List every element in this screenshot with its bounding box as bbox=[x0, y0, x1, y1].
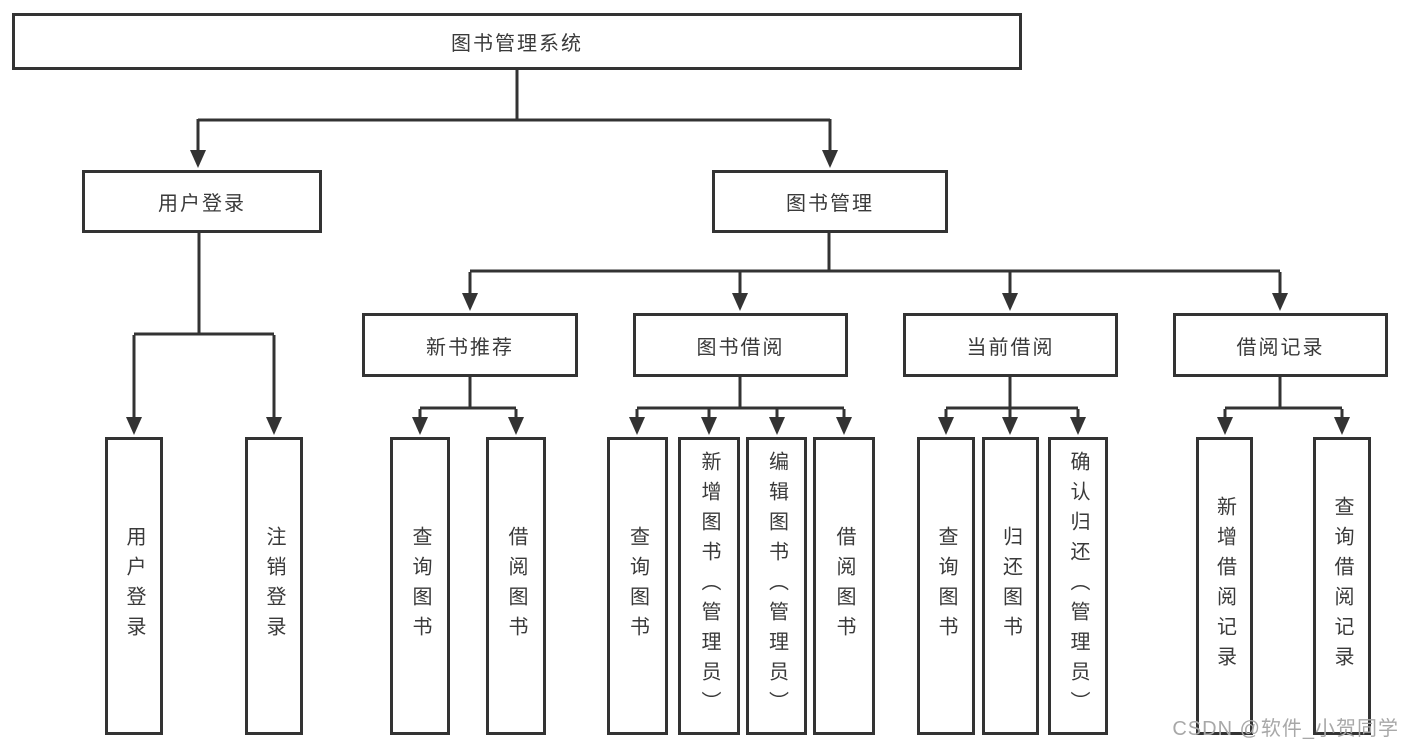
node-new-book-recommend: 新书推荐 bbox=[362, 313, 578, 377]
leaf-current-confirm-return-admin: 确认归还（管理员） bbox=[1048, 437, 1108, 735]
leaf-recommend-borrow-book: 借阅图书 bbox=[486, 437, 546, 735]
arrowhead bbox=[1217, 417, 1233, 435]
node-label: 查询图书 bbox=[935, 526, 957, 646]
connector-current-borrow-to-leaves bbox=[944, 377, 1080, 419]
csdn-watermark: CSDN @软件_小贺同学 bbox=[1172, 718, 1399, 740]
connector-root-to-level2 bbox=[196, 70, 832, 152]
arrowheads bbox=[126, 150, 1350, 435]
node-borrow-records: 借阅记录 bbox=[1173, 313, 1388, 377]
node-label: 图书管理 bbox=[786, 193, 874, 215]
node-label: 新书推荐 bbox=[426, 336, 514, 359]
node-label: 编辑图书（管理员） bbox=[765, 451, 788, 721]
leaf-borrow-edit-book-admin: 编辑图书（管理员） bbox=[746, 437, 807, 735]
node-current-borrow: 当前借阅 bbox=[903, 313, 1118, 377]
leaf-user-login: 用户登录 bbox=[105, 437, 163, 735]
node-book-management: 图书管理 bbox=[712, 170, 948, 233]
node-label: 注销登录 bbox=[263, 526, 285, 646]
arrowhead bbox=[508, 417, 524, 435]
node-label: 新增借阅记录 bbox=[1213, 496, 1236, 676]
node-label: 查询图书 bbox=[626, 526, 649, 646]
arrowhead bbox=[1002, 417, 1018, 435]
arrowhead bbox=[1334, 417, 1350, 435]
leaf-borrow-borrow-book: 借阅图书 bbox=[813, 437, 875, 735]
node-label: 用户登录 bbox=[123, 526, 145, 646]
arrowhead bbox=[126, 417, 142, 435]
node-user-login: 用户登录 bbox=[82, 170, 322, 233]
arrowhead bbox=[1002, 293, 1018, 311]
arrowhead bbox=[732, 293, 748, 311]
leaf-borrow-add-book-admin: 新增图书（管理员） bbox=[678, 437, 740, 735]
arrowhead bbox=[462, 293, 478, 311]
node-library-management-system: 图书管理系统 bbox=[12, 13, 1022, 70]
arrowhead bbox=[190, 150, 206, 168]
connector-new-book-recommend-to-leaves bbox=[418, 377, 518, 419]
leaf-logout-login: 注销登录 bbox=[245, 437, 303, 735]
node-label: 查询图书 bbox=[409, 526, 431, 646]
arrowhead bbox=[629, 417, 645, 435]
arrowhead bbox=[266, 417, 282, 435]
node-label: 归还图书 bbox=[999, 526, 1022, 646]
leaf-current-query-book: 查询图书 bbox=[917, 437, 975, 735]
node-label: 借阅图书 bbox=[833, 526, 855, 646]
leaf-borrow-query-book: 查询图书 bbox=[607, 437, 668, 735]
arrowhead bbox=[1272, 293, 1288, 311]
node-label: 借阅图书 bbox=[505, 526, 527, 646]
arrowhead bbox=[412, 417, 428, 435]
node-label: 用户登录 bbox=[158, 193, 246, 215]
leaf-records-query-record: 查询借阅记录 bbox=[1313, 437, 1371, 735]
connector-user-login-to-leaves bbox=[132, 233, 276, 419]
arrowhead bbox=[836, 417, 852, 435]
connector-borrow-records-to-leaves bbox=[1223, 377, 1344, 419]
connector-book-borrow-to-leaves bbox=[635, 377, 846, 419]
arrowhead bbox=[701, 417, 717, 435]
arrowhead bbox=[822, 150, 838, 168]
node-label: 查询借阅记录 bbox=[1331, 496, 1353, 676]
node-label: 确认归还（管理员） bbox=[1067, 451, 1089, 721]
leaf-records-add-record: 新增借阅记录 bbox=[1196, 437, 1253, 735]
node-label: 借阅记录 bbox=[1236, 336, 1325, 359]
leaf-current-return-book: 归还图书 bbox=[982, 437, 1039, 735]
node-book-borrow: 图书借阅 bbox=[633, 313, 848, 377]
node-label: 新增图书（管理员） bbox=[698, 451, 720, 721]
node-label: 图书借阅 bbox=[696, 336, 785, 359]
node-label: 当前借阅 bbox=[966, 336, 1055, 359]
arrowhead bbox=[1070, 417, 1086, 435]
arrowhead bbox=[769, 417, 785, 435]
arrowhead bbox=[938, 417, 954, 435]
leaf-recommend-query-book: 查询图书 bbox=[390, 437, 450, 735]
node-label: 图书管理系统 bbox=[451, 33, 583, 55]
connector-book-management-to-level3 bbox=[468, 233, 1282, 295]
